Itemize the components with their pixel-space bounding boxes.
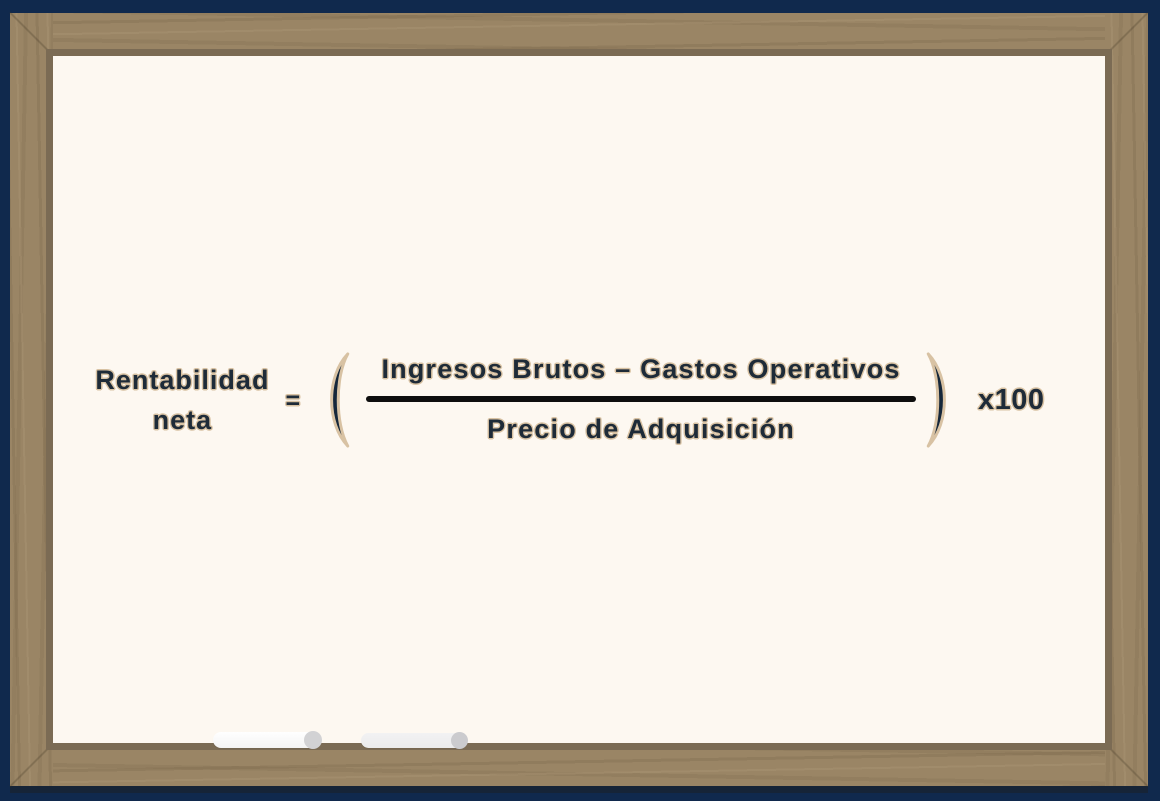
fraction-denominator: Precio de Adquisición — [487, 414, 795, 444]
multiplier-x100: x100 — [978, 384, 1045, 416]
wood-grain-texture-left — [10, 13, 53, 786]
frame-inner-edge: Rentabilidad neta = Ingresos Brutos – Ga… — [46, 49, 1112, 750]
formula-lhs-line2: neta — [152, 404, 213, 435]
wood-grain-texture-right — [1105, 13, 1148, 786]
whiteboard-marker-gray — [361, 732, 468, 749]
open-paren-icon — [330, 351, 350, 448]
equals-sign: = — [285, 387, 301, 415]
wooden-frame: Rentabilidad neta = Ingresos Brutos – Ga… — [9, 11, 1149, 788]
fraction-bar — [366, 396, 917, 402]
fraction: Ingresos Brutos – Gastos Operativos Prec… — [366, 354, 917, 445]
fraction-numerator: Ingresos Brutos – Gastos Operativos — [381, 354, 901, 384]
marker-cap — [304, 731, 322, 749]
formula-lhs: Rentabilidad neta — [95, 360, 269, 440]
whiteboard-marker-white — [213, 731, 322, 749]
formula-lhs-line1: Rentabilidad — [95, 364, 270, 395]
whiteboard-surface: Rentabilidad neta = Ingresos Brutos – Ga… — [53, 56, 1105, 749]
marker-cap — [451, 732, 468, 749]
net-profitability-formula: Rentabilidad neta = Ingresos Brutos – Ga… — [44, 56, 1096, 743]
close-paren-icon — [926, 351, 946, 448]
